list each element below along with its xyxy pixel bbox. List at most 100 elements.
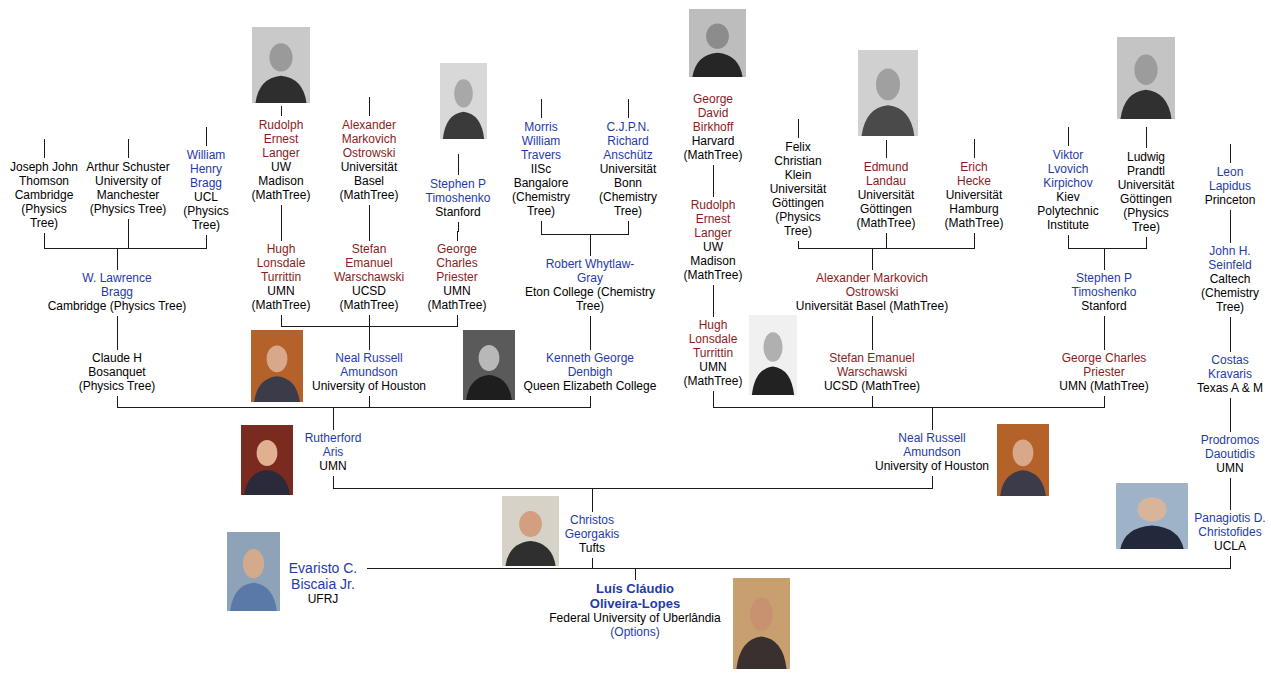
person-name: Alexander Markovich Ostrowski: [810, 271, 935, 299]
person-node: William Henry BraggUCL (Physics Tree): [179, 148, 233, 232]
ancestor-stub-line: [886, 140, 887, 158]
lineage-connector: [334, 396, 370, 430]
portrait-photo: [241, 425, 293, 495]
affiliation: Universität Hamburg (MathTree): [939, 188, 1009, 230]
person-node: Kenneth George DenbighQueen Elizabeth Co…: [515, 351, 665, 393]
portrait-photo: [749, 315, 797, 395]
affiliation: Harvard (MathTree): [680, 134, 746, 162]
lineage-connector: [370, 315, 458, 350]
person-node: Alexander Markovich OstrowskiUniversität…: [334, 118, 404, 202]
person-name: Robert Whytlaw-Gray: [545, 257, 635, 285]
lineage-connector: [872, 316, 873, 350]
affiliation: Princeton: [1199, 193, 1261, 207]
person-name: Evaristo C. Biscaia Jr.: [283, 560, 363, 592]
person-node: Rudolph Ernest LangerUW Madison (MathTre…: [248, 118, 314, 202]
affiliation: (Physics Tree): [72, 379, 162, 393]
affiliation: Universität Göttingen (MathTree): [851, 188, 921, 230]
person-name: Hugh Lonsdale Turrittin: [248, 242, 314, 284]
person-node: Hugh Lonsdale TurrittinUMN (MathTree): [248, 242, 314, 312]
ancestor-stub-line: [541, 99, 542, 118]
person-node: Edmund LandauUniversität Göttingen (Math…: [851, 160, 921, 230]
person-node: Hugh Lonsdale TurrittinUMN (MathTree): [680, 318, 746, 388]
lineage-connector: [1104, 316, 1105, 350]
person-name: George Charles Priester: [424, 242, 490, 284]
affiliation: Federal University of Uberlândia: [535, 611, 735, 625]
person-name: Leon Lapidus: [1199, 165, 1261, 193]
affiliation: UFRJ: [283, 592, 363, 606]
person-node: Leon LapidusPrinceton: [1199, 165, 1261, 207]
affiliation: Kiev Polytechnic Institute: [1032, 190, 1104, 232]
affiliation: Universität Göttingen (Physics Tree): [1111, 178, 1181, 234]
person-name: C.J.P.N. Richard Anschütz: [595, 120, 661, 162]
affiliation: Universität Göttingen (Physics Tree): [766, 182, 830, 238]
person-name: Luís Cláudio Oliveira-Lopes: [575, 581, 695, 611]
portrait-photo: [733, 578, 790, 669]
lineage-connector: [369, 205, 370, 241]
affiliation: UMN: [1195, 461, 1265, 475]
lineage-connector: [542, 221, 591, 256]
lineage-connector: [1069, 235, 1105, 270]
person-node: Stefan Emanuel WarschawskiUCSD (MathTree…: [817, 351, 927, 393]
person-node: George Charles PriesterUMN (MathTree): [1049, 351, 1159, 393]
person-node: Morris William TraversIISc Bangalore (Ch…: [510, 120, 572, 218]
person-node: Arthur SchusterUniversity of Manchester …: [85, 160, 171, 216]
person-node: Costas KravarisTexas A & M: [1190, 353, 1270, 395]
ancestor-stub-line: [798, 119, 799, 138]
ancestor-stub-line: [369, 97, 370, 116]
person-name: Rudolph Ernest Langer: [248, 118, 314, 160]
ancestor-stub-line: [1146, 127, 1147, 148]
person-node: Alexander Markovich OstrowskiUniversität…: [777, 271, 967, 313]
ancestor-stub-line: [44, 139, 45, 158]
person-name: George Charles Priester: [1054, 351, 1154, 379]
portrait-photo: [227, 532, 280, 611]
affiliation: Universität Basel (MathTree): [777, 299, 967, 313]
portrait-photo: [997, 424, 1049, 496]
person-name: William Henry Bragg: [179, 148, 233, 190]
person-node: George David BirkhoffHarvard (MathTree): [680, 92, 746, 162]
person-node: Panagiotis D. ChristofidesUCLA: [1188, 511, 1271, 553]
affiliation: Stanford: [418, 205, 498, 219]
affiliation: Cambridge (Physics Tree): [42, 299, 192, 313]
options-link: (Options): [535, 625, 735, 639]
person-node: Luís Cláudio Oliveira-LopesFederal Unive…: [535, 581, 735, 639]
affiliation: UCL (Physics Tree): [179, 190, 233, 232]
affiliation: Texas A & M: [1190, 381, 1270, 395]
portrait-photo: [502, 496, 559, 566]
person-name: Panagiotis D. Christofides: [1188, 511, 1271, 539]
affiliation: UCSD (MathTree): [817, 379, 927, 393]
portrait-photo: [689, 9, 746, 77]
affiliation: University of Houston: [869, 459, 995, 473]
affiliation: University of Manchester (Physics Tree): [85, 174, 171, 216]
person-name: Stefan Emanuel Warschawski: [329, 242, 409, 284]
person-name: Claude H Bosanquet: [72, 351, 162, 379]
lineage-connector: [590, 316, 591, 350]
person-name: Rutherford Aris: [298, 431, 368, 459]
lineage-connector: [334, 476, 593, 512]
affiliation: University of Houston: [306, 379, 432, 393]
lineage-connector: [458, 222, 459, 241]
lineage-connector: [1105, 237, 1147, 270]
person-name: Kenneth George Denbigh: [540, 351, 640, 379]
person-node: Claude H Bosanquet(Physics Tree): [72, 351, 162, 393]
affiliation: UMN (MathTree): [424, 284, 490, 312]
ancestor-stub-line: [206, 127, 207, 146]
affiliation: Eton College (Chemistry Tree): [515, 285, 665, 313]
lineage-connector: [1230, 317, 1231, 352]
affiliation: UW Madison (MathTree): [248, 160, 314, 202]
ancestor-stub-line: [974, 139, 975, 158]
person-node: W. Lawrence BraggCambridge (Physics Tree…: [42, 271, 192, 313]
lineage-connector: [117, 316, 118, 350]
lineage-connector: [1230, 210, 1231, 243]
person-name: Hugh Lonsdale Turrittin: [680, 318, 746, 360]
person-name: Prodromos Daoutidis: [1195, 433, 1265, 461]
lineage-connector: [713, 165, 714, 197]
lineage-connector: [45, 233, 118, 270]
person-name: George David Birkhoff: [680, 92, 746, 134]
affiliation: IISc Bangalore (Chemistry Tree): [510, 162, 572, 218]
person-name: W. Lawrence Bragg: [77, 271, 157, 299]
person-node: Joseph John ThomsonCambridge (Physics Tr…: [6, 160, 82, 230]
portrait-photo: [1116, 483, 1188, 549]
affiliation: UMN (MathTree): [1049, 379, 1159, 393]
